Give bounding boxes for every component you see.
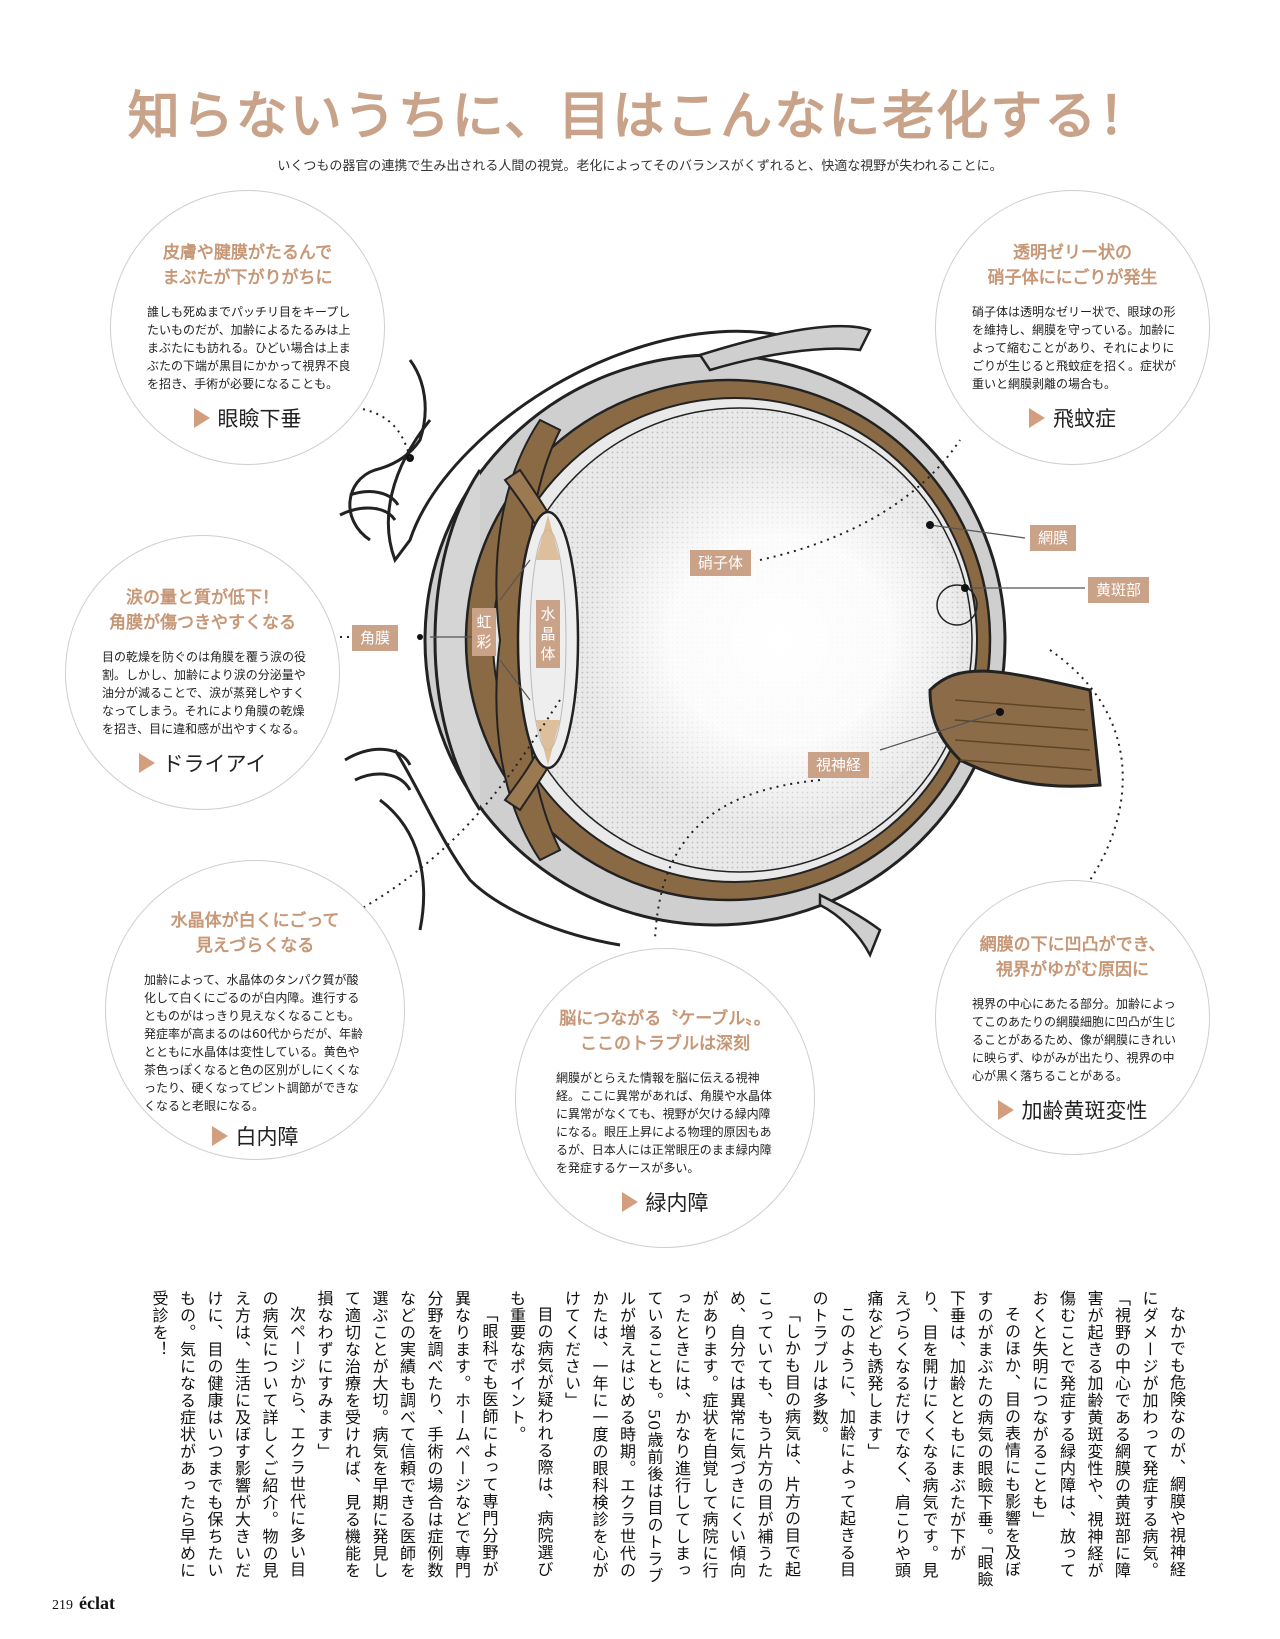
label-optic-nerve: 視神経: [808, 752, 870, 778]
article-paragraph: このように、加齢によって起きる目のトラブルは多数。: [809, 1290, 857, 1578]
bubble-term: 眼瞼下垂: [147, 403, 348, 433]
page-title: 知らないうちに、目はこんなに老化する！: [127, 87, 1153, 147]
triangle-icon: [193, 408, 210, 428]
bubble-heading: 皮膚や腱膜がたるんで まぶたが下がりがちに: [162, 243, 333, 288]
triangle-icon: [138, 753, 155, 773]
article-paragraph: なかでも危険なのが、網膜や視神経にダメージが加わって発症する病気。「視野の中心で…: [1029, 1290, 1187, 1579]
upper-eyelid: [386, 329, 801, 564]
label-lens: 水晶体: [536, 600, 560, 668]
bubble-dry-eye: 涙の量と質が低下！ 角膜が傷つきやすくなる 目の乾燥を防ぐのは角膜を覆う涙の役割…: [65, 535, 340, 810]
bubble-body: 網膜がとらえた情報を脳に伝える視神経。ここに異常があれば、角膜や水晶体に異常がな…: [556, 1071, 773, 1175]
bubble-term: ドライアイ: [102, 748, 303, 778]
cornea: [433, 469, 482, 811]
bubble-glaucoma: 脳につながる〝ケーブル〟。 ここのトラブルは深刻 網膜がとらえた情報を脳に伝える…: [515, 948, 815, 1248]
bubble-body: 加齢によって、水晶体のタンパク質が酸化して白くにごるのが白内障。進行するとものが…: [144, 973, 364, 1113]
term-text: 眼瞼下垂: [217, 407, 302, 431]
bubble-heading: 涙の量と質が低下！ 角膜が傷つきやすくなる: [109, 588, 296, 633]
page-subtitle: いくつもの器官の連携で生み出される人間の視覚。老化によってそのバランスがくずれる…: [277, 159, 1003, 174]
triangle-icon: [997, 1100, 1014, 1120]
label-macula: 黄斑部: [1088, 577, 1150, 603]
article-paragraph: 「眼科でも医師によって専門分野が異なります。ホームページなどで専門分野を調べたり…: [314, 1290, 499, 1579]
bubble-term: 緑内障: [556, 1187, 774, 1217]
magazine-logo: éclat: [79, 1593, 115, 1613]
label-iris: 虹彩: [472, 608, 496, 656]
lower-eyelid: [393, 749, 621, 947]
term-text: 白内障: [235, 1125, 299, 1149]
page-number: 219: [52, 1598, 73, 1613]
bubble-body: 目の乾燥を防ぐのは角膜を覆う涙の役割。しかし、加齢により涙の分泌量や油分が減るこ…: [102, 650, 307, 736]
label-vitreous: 硝子体: [690, 550, 752, 576]
bubble-heading: 脳につながる〝ケーブル〟。 ここのトラブルは深刻: [559, 1009, 771, 1054]
bubble-cataract: 水晶体が白くにごって 見えづらくなる 加齢によって、水晶体のタンパク質が酸化して…: [105, 860, 405, 1160]
article-paragraph: 「しかも目の病気は、片方の目で起こっていても、もう片方の目が補うため、自分では異…: [562, 1290, 801, 1585]
optic-nerve: [928, 669, 1102, 788]
bubble-term: 加齢黄斑変性: [972, 1095, 1173, 1125]
triangle-icon: [1029, 408, 1045, 428]
term-text: 緑内障: [645, 1191, 709, 1215]
bubble-macular-degeneration: 網膜の下に凹凸ができ、 視界がゆがむ原因に 視界の中心にあたる部分。加齢によって…: [935, 880, 1210, 1155]
article-paragraph: 次ページから、エクラ世代に多い目の病気について詳しくご紹介。物の見え方は、生活に…: [149, 1290, 307, 1579]
bubble-body: 硝子体は透明なゼリー状で、眼球の形を維持し、網膜を守っている。加齢によって縮むこ…: [972, 305, 1177, 391]
term-text: 加齢黄斑変性: [1021, 1099, 1148, 1123]
page-folio: 219 éclat: [52, 1593, 115, 1614]
bubble-term: 飛蚊症: [972, 403, 1173, 433]
label-retina: 網膜: [1030, 525, 1077, 551]
term-text: ドライアイ: [162, 752, 267, 776]
article-paragraph: 目の病気が疑われる際は、病院選びも重要なポイント。: [507, 1290, 554, 1578]
bubble-body: 視界の中心にあたる部分。加齢によってこのあたりの網膜細胞に凹凸が生じることがある…: [972, 997, 1177, 1083]
bubble-floaters: 透明ゼリー状の 硝子体ににごりが発生 硝子体は透明なゼリー状で、眼球の形を維持し…: [935, 190, 1210, 465]
triangle-icon: [211, 1126, 228, 1146]
macula-marker: [936, 584, 978, 626]
bubble-heading: 透明ゼリー状の 硝子体ににごりが発生: [987, 243, 1158, 288]
term-text: 飛蚊症: [1053, 407, 1116, 431]
bubble-ptosis: 皮膚や腱膜がたるんで まぶたが下がりがちに 誰しも死ぬまでパッチリ目をキープした…: [110, 190, 385, 465]
article-body: なかでも危険なのが、網膜や視神経にダメージが加わって発症する病気。「視野の中心で…: [90, 1290, 1190, 1590]
article-paragraph: そのほか、目の表情にも影響を及ぼすのがまぶたの病気の眼瞼下垂。「眼瞼下垂は、加齢…: [864, 1290, 1022, 1588]
bubble-term: 白内障: [144, 1121, 366, 1151]
bubble-heading: 水晶体が白くにごって 見えづらくなる: [170, 911, 340, 956]
triangle-icon: [621, 1192, 638, 1212]
bubble-heading: 網膜の下に凹凸ができ、 視界がゆがむ原因に: [979, 935, 1166, 980]
bubble-body: 誰しも死ぬまでパッチリ目をキープしたいものだが、加齢によるたるみは上まぶたにも訪…: [147, 305, 351, 391]
label-cornea: 角膜: [352, 625, 399, 651]
